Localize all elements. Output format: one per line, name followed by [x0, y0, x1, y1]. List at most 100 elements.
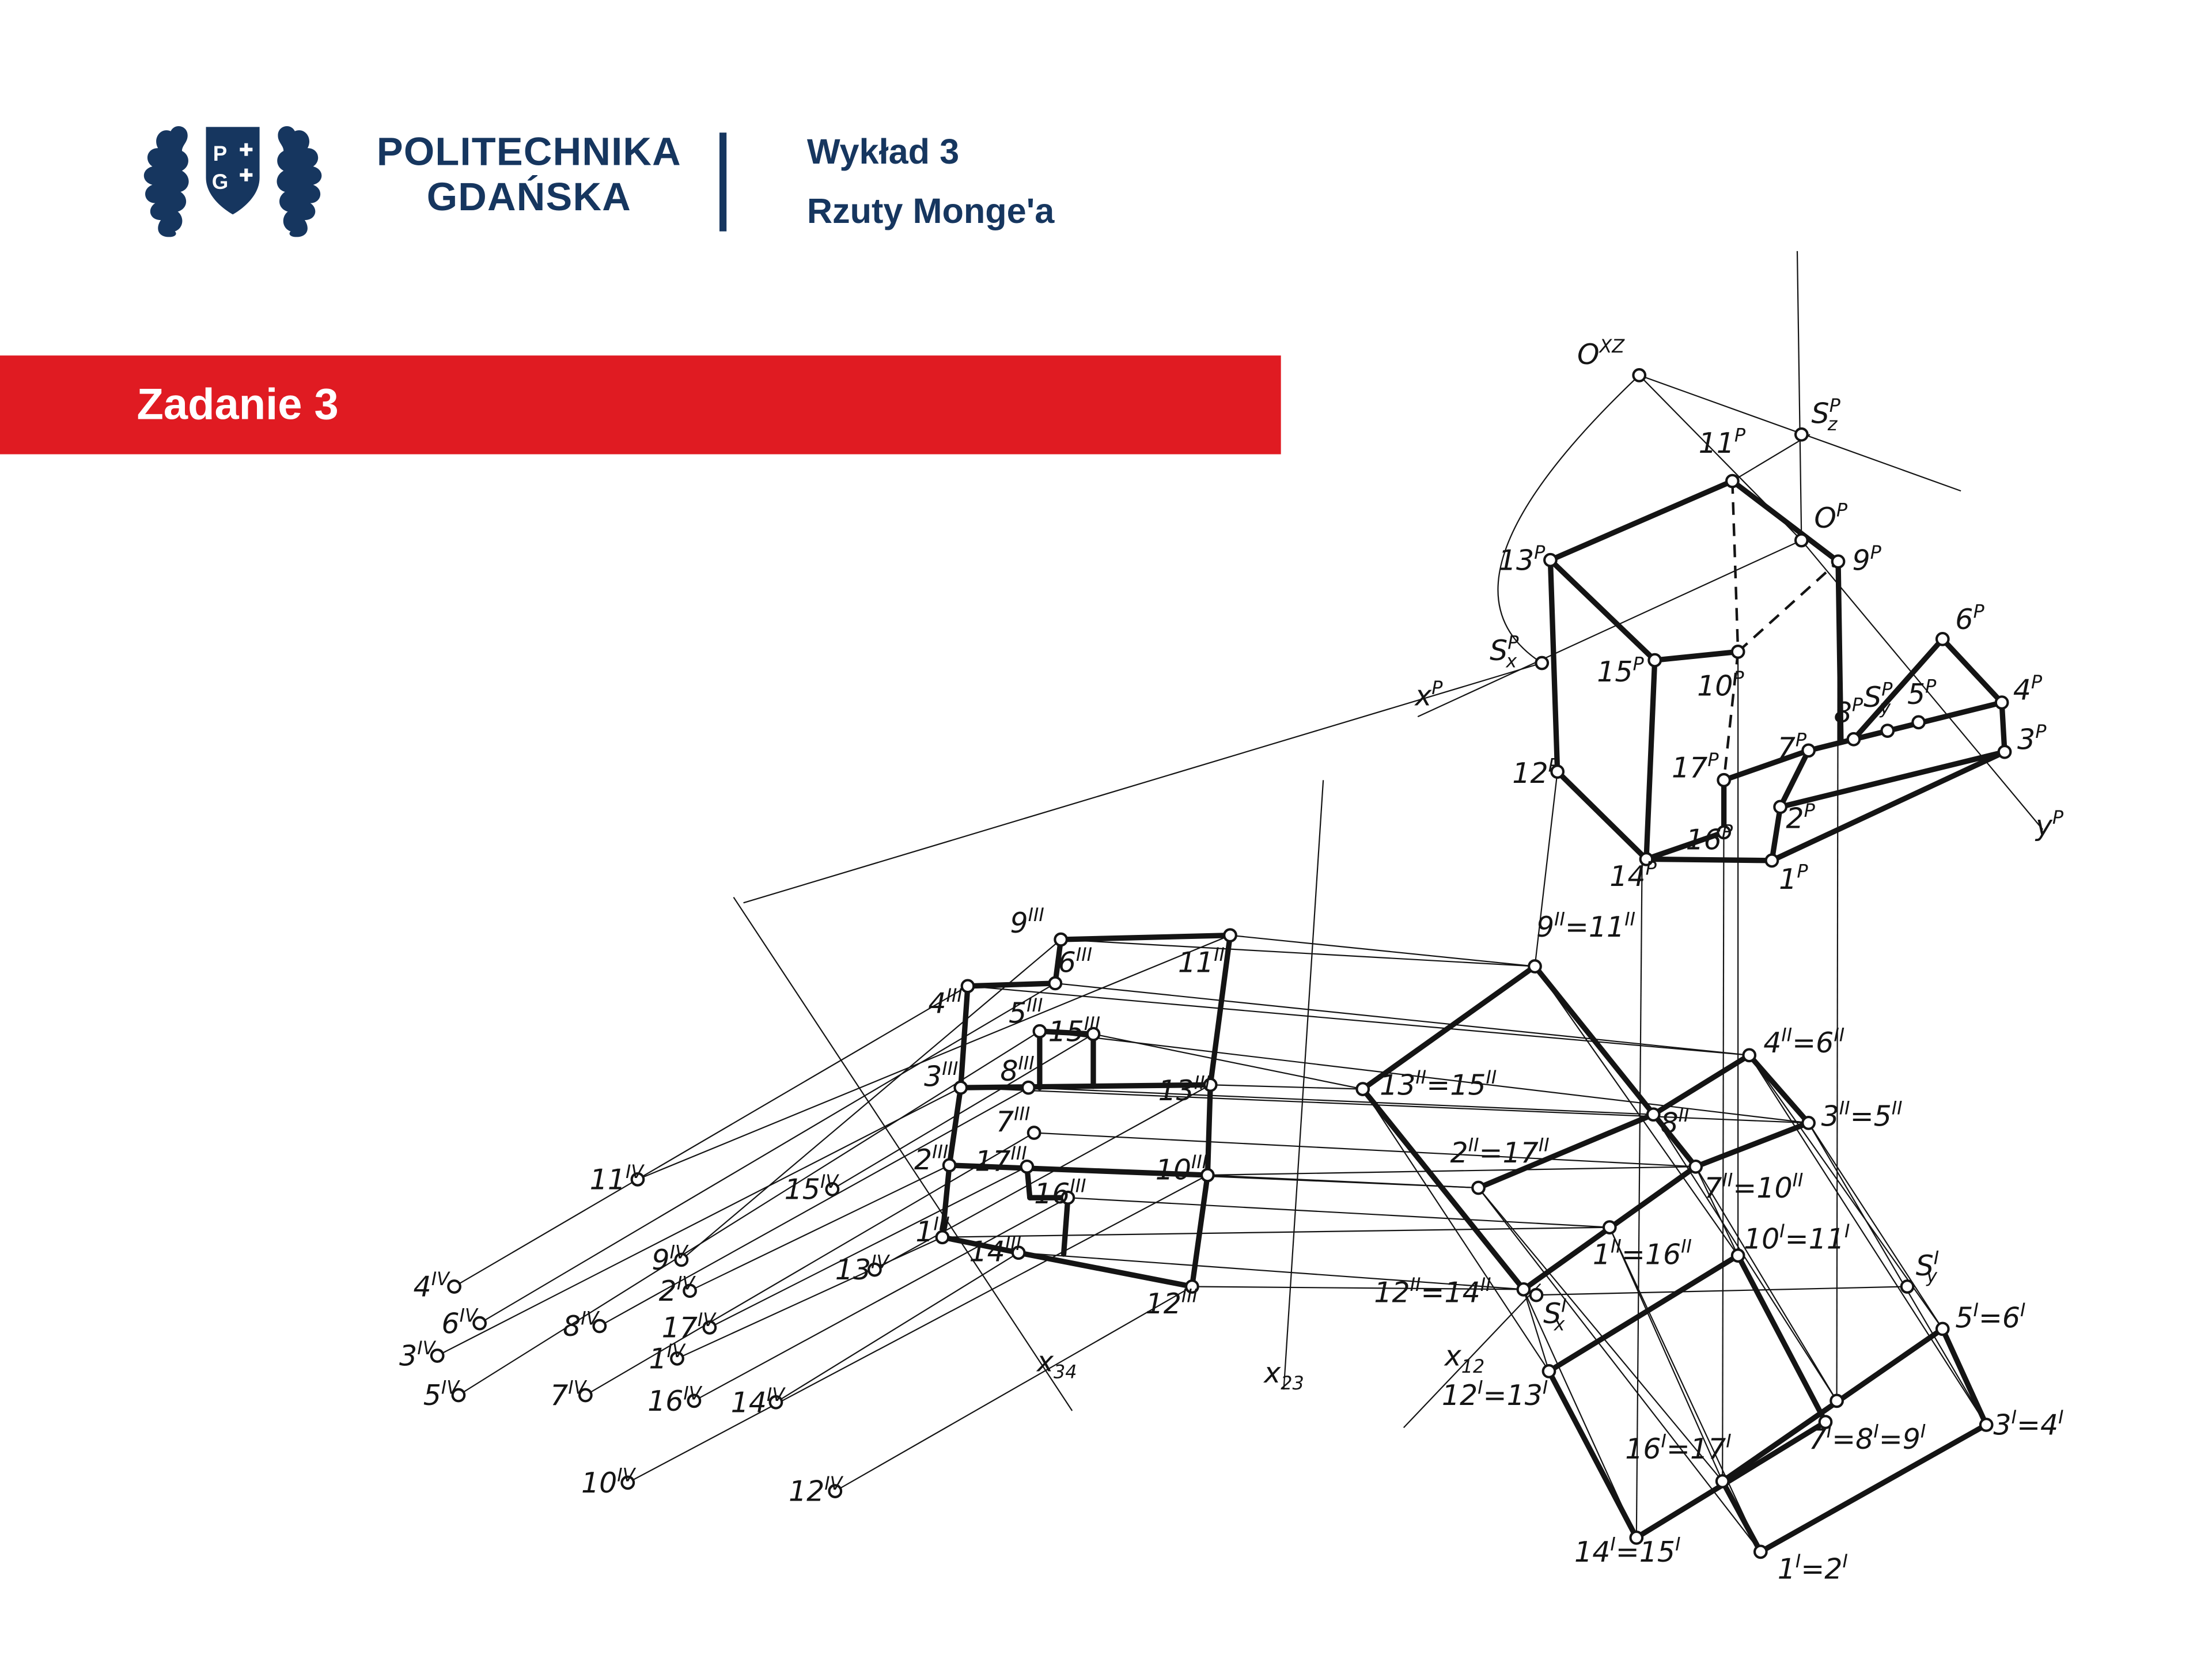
label-9III: 9III	[1010, 904, 1044, 940]
construction-arc	[1497, 374, 1640, 664]
label-13-15II: 13II=15II	[1380, 1066, 1497, 1102]
label-6P: 6P	[1955, 601, 1984, 637]
solid-edge	[1189, 1172, 1210, 1290]
solid-edge	[958, 1082, 1213, 1090]
solid-edge	[1060, 1195, 1071, 1257]
construction-line	[1210, 1084, 1363, 1090]
point-1III	[935, 1230, 950, 1245]
label-3-5II: 3II=5II	[1821, 1097, 1903, 1133]
label-10P: 10P	[1697, 667, 1744, 703]
point-16IV	[687, 1393, 702, 1408]
point-6III	[1048, 976, 1063, 991]
point-12IV	[828, 1484, 843, 1498]
solid-edge	[1769, 749, 2008, 863]
point-17P	[1717, 772, 1732, 787]
label-7III: 7III	[996, 1103, 1030, 1138]
construction-line	[1192, 1286, 1524, 1290]
point-7III	[1027, 1126, 1041, 1140]
label-14P: 14P	[1609, 857, 1657, 893]
label-OXZ: OXZ	[1577, 335, 1625, 371]
point-14III	[1011, 1245, 1026, 1260]
point-SxI	[1529, 1287, 1544, 1302]
point-14P	[1639, 852, 1654, 866]
label-12III: 12III	[1146, 1285, 1198, 1320]
label-14-15I: 14I=15I	[1574, 1533, 1680, 1569]
label-5P: 5P	[1907, 675, 1937, 711]
label-1III: 1III	[915, 1213, 949, 1249]
solid-edge	[1058, 933, 1233, 942]
construction-line	[1536, 1286, 1908, 1296]
label-15P: 15P	[1597, 653, 1644, 688]
construction-line	[1534, 965, 1739, 1256]
solid-edge	[1735, 1252, 1828, 1425]
axis-label-xP: xP	[1414, 677, 1443, 713]
point-11IV	[630, 1172, 645, 1187]
point-10III	[1200, 1168, 1215, 1183]
point-10-11I	[1730, 1248, 1745, 1263]
construction-line	[1808, 1122, 1944, 1330]
crest-letter-g: G	[212, 170, 229, 194]
label-3-4I: 3I=4I	[1993, 1406, 2063, 1442]
axis-label-x23: x23	[1263, 1357, 1304, 1394]
hidden-edge	[1722, 652, 1740, 781]
label-17IV: 17IV	[662, 1309, 717, 1344]
label-8IV: 8IV	[563, 1308, 600, 1343]
label-9P: 9P	[1853, 541, 1882, 577]
university-name: POLITECHNIKA GDAŃSKA	[359, 130, 698, 221]
label-11P: 11P	[1699, 425, 1746, 460]
point-8P	[1846, 732, 1861, 747]
solid-edge	[1693, 1120, 1812, 1169]
label-16IV: 16IV	[647, 1382, 703, 1418]
point-8III	[1021, 1080, 1036, 1095]
point-9III	[1054, 932, 1068, 947]
solid-edge	[1940, 636, 2005, 706]
lecture-header: Wykład 3 Rzuty Monge'a	[807, 132, 1055, 233]
point-7P	[1801, 743, 1816, 758]
construction-line	[1283, 780, 1324, 1390]
construction-line	[942, 1226, 1610, 1238]
label-15III: 15III	[1048, 1013, 1100, 1048]
solid-edge	[965, 980, 1058, 989]
label-4P: 4P	[2013, 671, 2043, 707]
construction-line	[1695, 1166, 1838, 1402]
point-16P	[1717, 825, 1732, 840]
label-OP: OP	[1814, 499, 1848, 535]
solid-edge	[1546, 1252, 1741, 1374]
crest-lion-left-icon	[143, 126, 189, 237]
solid-edge	[1643, 856, 1775, 863]
point-9IV	[674, 1252, 689, 1267]
point-10IV	[620, 1475, 635, 1490]
label-1IV: 1IV	[649, 1340, 687, 1376]
construction-line	[1695, 1166, 1739, 1256]
construction-line	[743, 662, 1543, 904]
point-1-16II	[1602, 1220, 1617, 1234]
solid-edge	[1634, 1419, 1828, 1541]
hidden-edge	[1737, 560, 1839, 653]
label-5IV: 5IV	[423, 1377, 461, 1412]
point-13-15II	[1355, 1082, 1370, 1096]
label-10-11I: 10I=11I	[1744, 1220, 1850, 1256]
solid-edge	[1360, 1086, 1527, 1293]
point-7-8-9I	[1830, 1393, 1844, 1408]
construction-line	[1055, 982, 1749, 1056]
solid-edge	[1721, 748, 1812, 783]
point-9P	[1831, 554, 1846, 569]
point-3-4I	[1979, 1418, 1994, 1432]
construction-line	[627, 1175, 1208, 1483]
construction-line	[1748, 1055, 1987, 1426]
point-13IV	[867, 1262, 882, 1277]
label-8II: 8II	[1660, 1104, 1689, 1140]
solid-edge	[1546, 1368, 1639, 1541]
point-16III	[1060, 1190, 1075, 1205]
point-8IV	[592, 1319, 607, 1334]
label-12-13I: 12I=13I	[1442, 1377, 1548, 1412]
construction-line	[1417, 539, 1802, 718]
label-9-11II: 9II=11II	[1536, 908, 1635, 944]
point-14IV	[768, 1395, 783, 1410]
label-1-2I: 1I=2I	[1778, 1550, 1848, 1586]
label-6III: 6III	[1058, 944, 1092, 979]
point-9-11II	[1528, 959, 1542, 974]
label-7IV: 7IV	[550, 1377, 588, 1412]
construction-line	[479, 982, 1056, 1324]
